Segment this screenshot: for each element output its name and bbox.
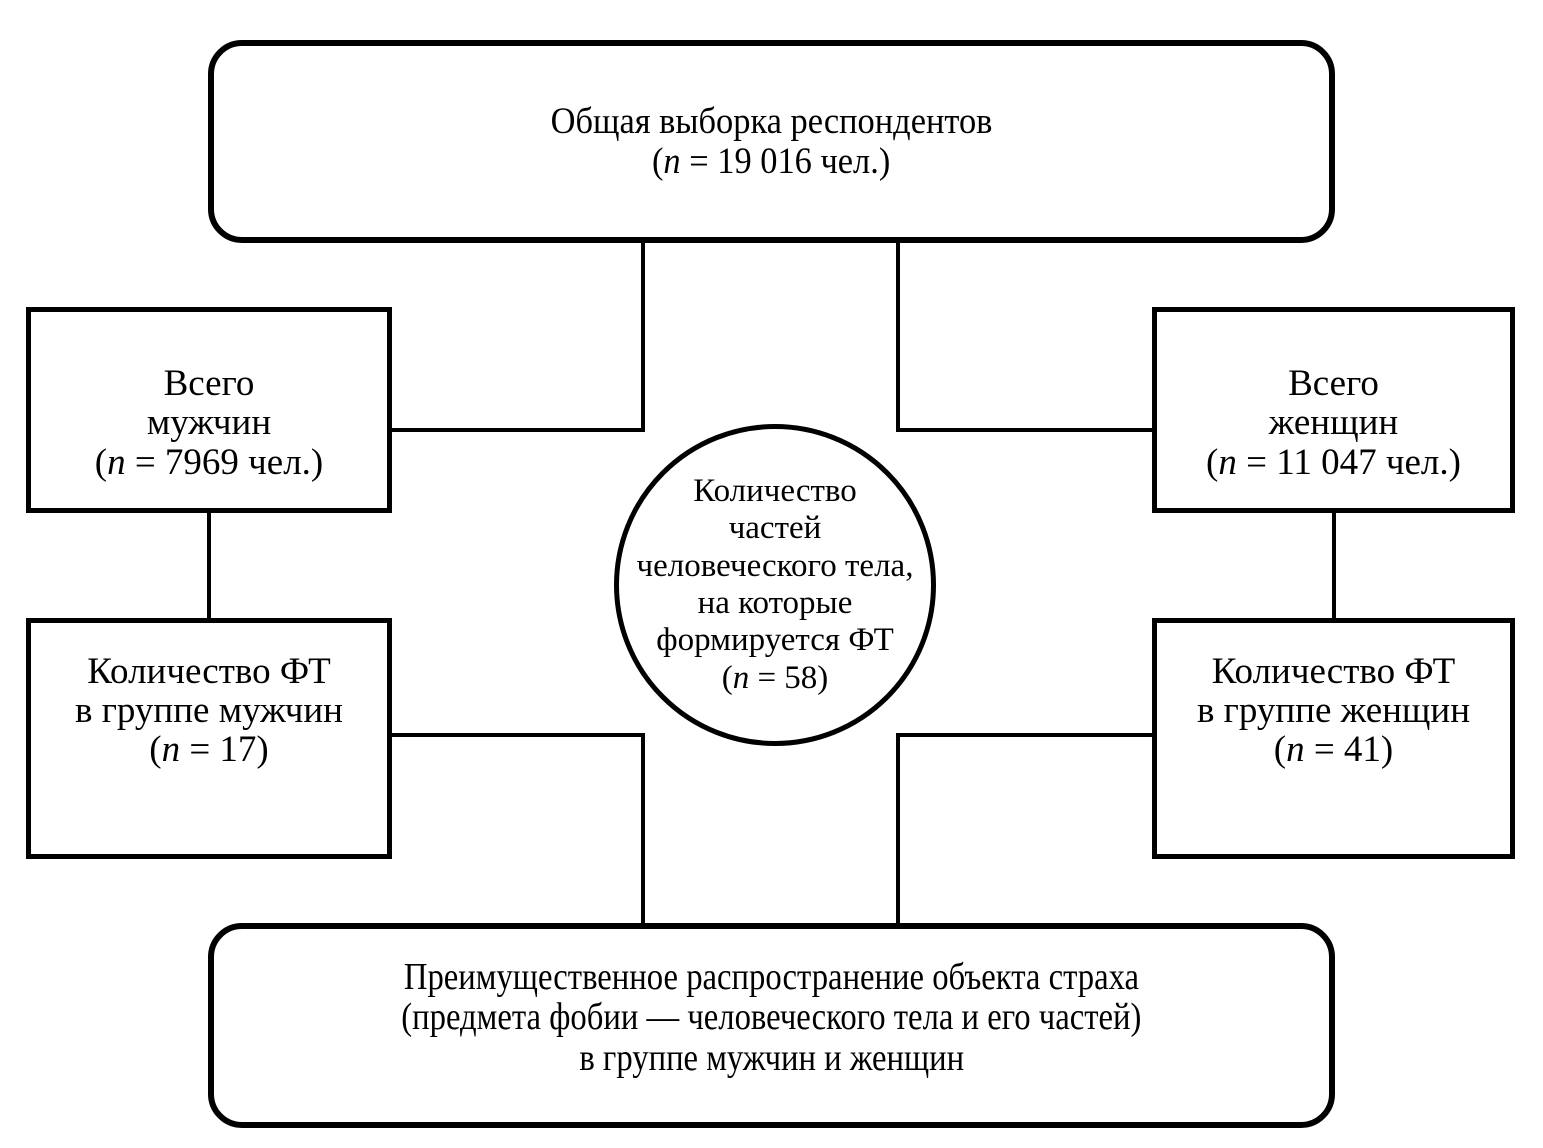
node-total-sample-text: Общая выборка респондентов (n = 19 016 ч… (214, 101, 1329, 182)
men-ft-line-1: Количество ФТ (87, 650, 331, 692)
body-parts-line-2: частей (728, 510, 822, 547)
node-body-parts-text: Количество частей человеческого тела, на… (619, 473, 931, 697)
node-women-ft-text: Количество ФТ в группе женщин (n = 41) (1157, 650, 1510, 826)
connector-men-ft-to-outcome (392, 733, 645, 923)
women-total-line-2: женщин (1268, 402, 1399, 444)
connector-total-to-men (392, 243, 645, 432)
men-ft-line-2: в группе мужчин (75, 689, 343, 731)
women-ft-line-2: в группе женщин (1196, 689, 1471, 731)
women-total-line-3: (n = 11 047 чел.) (1206, 441, 1461, 483)
total-sample-line-1: Общая выборка респондентов (550, 101, 993, 143)
body-parts-line-1: Количество (693, 473, 857, 510)
node-men-total: Всего мужчин (n = 7969 чел.) (26, 307, 392, 513)
body-parts-line-6: (n = 58) (721, 659, 829, 696)
node-women-total-text: Всего женщин (n = 11 047 чел.) (1157, 338, 1510, 482)
connector-total-to-women (896, 243, 1152, 432)
node-outcome-text: Преимущественное распространение объекта… (214, 957, 1329, 1094)
men-total-line-2: мужчин (146, 402, 272, 444)
body-parts-line-4: на которые (697, 585, 853, 621)
node-women-ft: Количество ФТ в группе женщин (n = 41) (1152, 618, 1515, 859)
connector-women-ft-to-outcome (896, 733, 1152, 923)
outcome-line-3: в группе мужчин и женщин (579, 1036, 964, 1079)
outcome-line-1: Преимущественное распространение объекта… (403, 956, 1140, 999)
node-total-sample: Общая выборка респондентов (n = 19 016 ч… (208, 40, 1335, 243)
men-total-line-3: (n = 7969 чел.) (94, 441, 324, 483)
men-total-line-1: Всего (163, 363, 255, 405)
women-ft-line-1: Количество ФТ (1211, 650, 1456, 692)
total-sample-line-2: (n = 19 016 чел.) (652, 140, 891, 182)
body-parts-line-3: человеческого тела, (636, 547, 914, 584)
node-men-total-text: Всего мужчин (n = 7969 чел.) (31, 338, 387, 482)
node-men-ft-text: Количество ФТ в группе мужчин (n = 17) (31, 650, 387, 826)
men-ft-line-3: (n = 17) (149, 729, 269, 771)
women-ft-line-3: (n = 41) (1273, 729, 1394, 771)
node-men-ft: Количество ФТ в группе мужчин (n = 17) (26, 618, 392, 859)
node-outcome: Преимущественное распространение объекта… (208, 923, 1335, 1128)
women-total-line-1: Всего (1288, 363, 1379, 405)
outcome-line-2: (предмета фобии — человеческого тела и е… (401, 996, 1142, 1039)
node-body-parts-circle: Количество частей человеческого тела, на… (614, 424, 936, 746)
body-parts-line-5: формируется ФТ (656, 622, 894, 659)
node-women-total: Всего женщин (n = 11 047 чел.) (1152, 307, 1515, 513)
